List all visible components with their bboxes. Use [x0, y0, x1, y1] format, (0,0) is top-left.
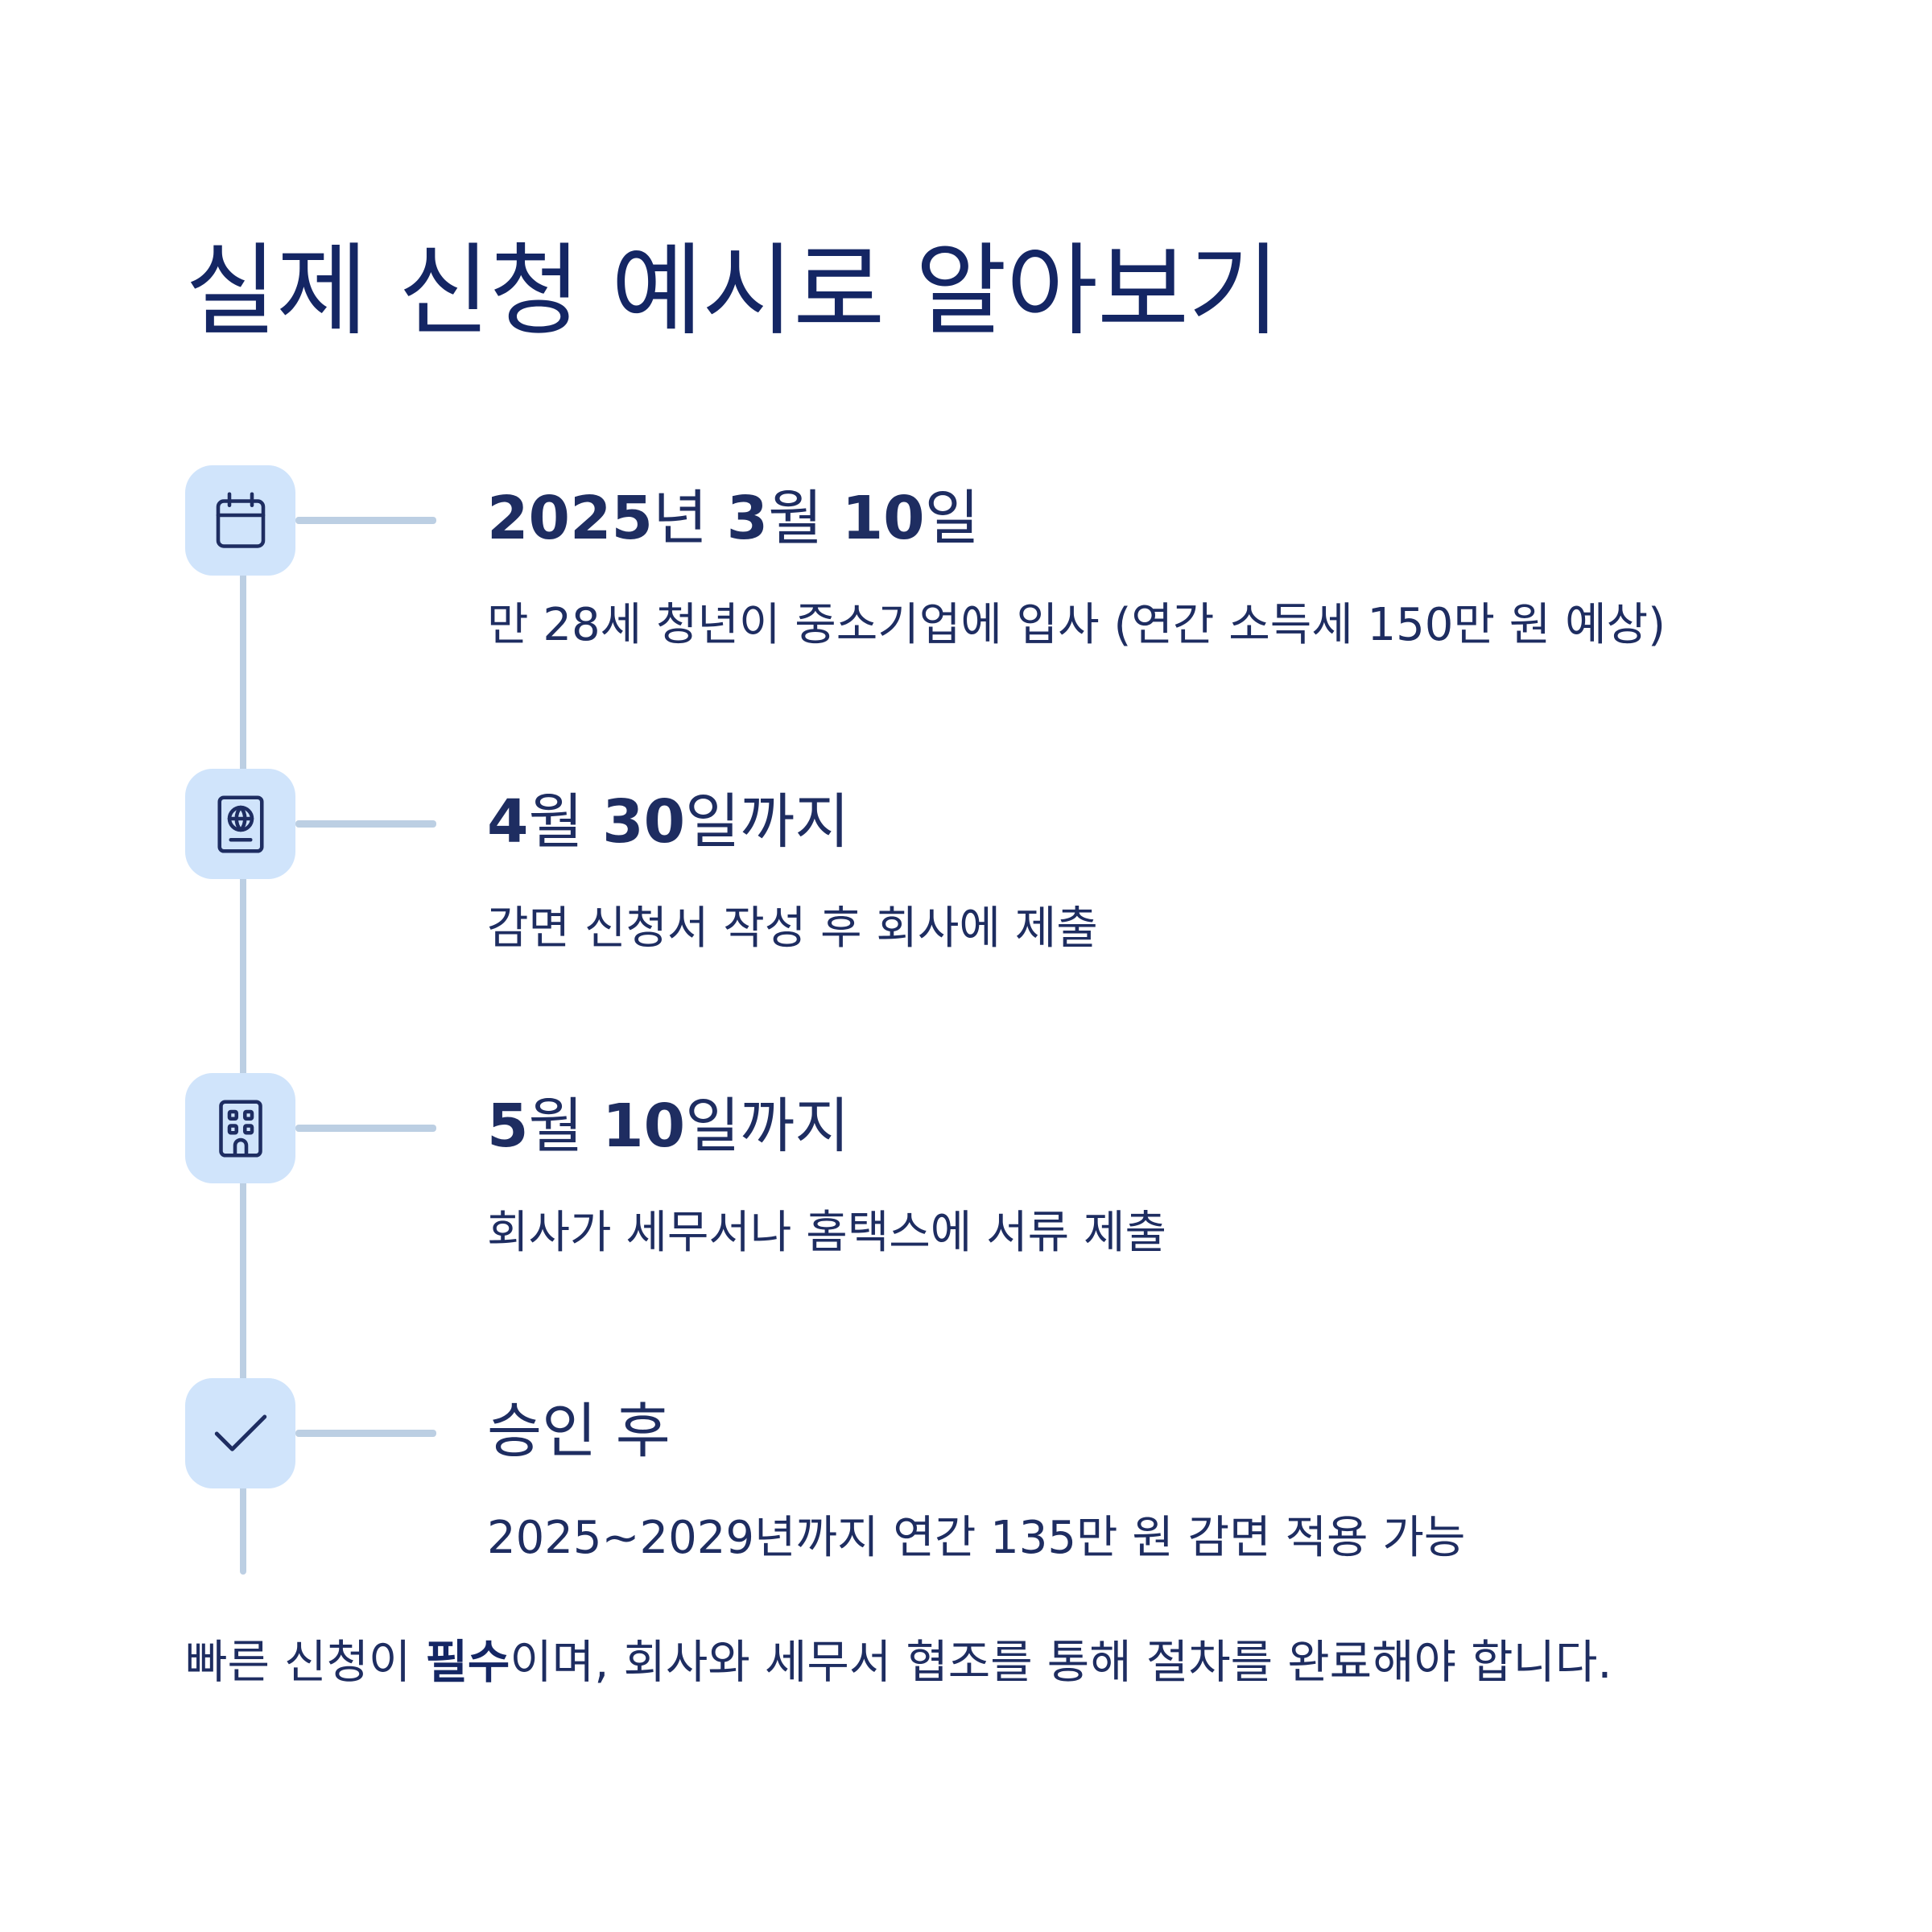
step-connector: [295, 820, 436, 828]
timeline-step-2: 4월 30일까지 감면 신청서 작성 후 회사에 제출: [0, 769, 1932, 1010]
checkmark-icon: [185, 1378, 295, 1488]
calendar-icon: [185, 465, 295, 576]
step-connector: [295, 1430, 436, 1437]
footer-note: 빠른 신청이 필수이며, 회사와 세무서 협조를 통해 절차를 완료해야 합니다…: [185, 1636, 1612, 1689]
step-connector: [295, 1125, 436, 1132]
building-icon: [185, 1073, 295, 1183]
step-heading: 5월 10일까지: [487, 1092, 850, 1161]
step-description: 만 28세 청년이 중소기업에 입사 (연간 소득세 150만 원 예상): [487, 599, 1666, 651]
step-description: 감면 신청서 작성 후 회사에 제출: [487, 902, 1098, 955]
step-heading: 2025년 3월 10일: [487, 484, 980, 553]
step-description: 2025~2029년까지 연간 135만 원 감면 적용 가능: [487, 1512, 1466, 1564]
timeline-step-3: 5월 10일까지 회사가 세무서나 홈택스에 서류 제출: [0, 1073, 1932, 1315]
passport-icon: [185, 769, 295, 879]
step-connector: [295, 517, 436, 524]
step-heading: 4월 30일까지: [487, 787, 850, 857]
page-title: 실제 신청 예시로 알아보기: [185, 233, 1280, 349]
step-heading: 승인 후: [487, 1397, 671, 1466]
timeline-step-1: 2025년 3월 10일 만 28세 청년이 중소기업에 입사 (연간 소득세 …: [0, 465, 1932, 707]
footer-emphasis: 필수: [425, 1636, 510, 1689]
timeline-spine: [240, 515, 246, 1575]
timeline-step-4: 승인 후 2025~2029년까지 연간 135만 원 감면 적용 가능: [0, 1378, 1932, 1620]
step-description: 회사가 세무서나 홈택스에 서류 제출: [487, 1207, 1167, 1259]
